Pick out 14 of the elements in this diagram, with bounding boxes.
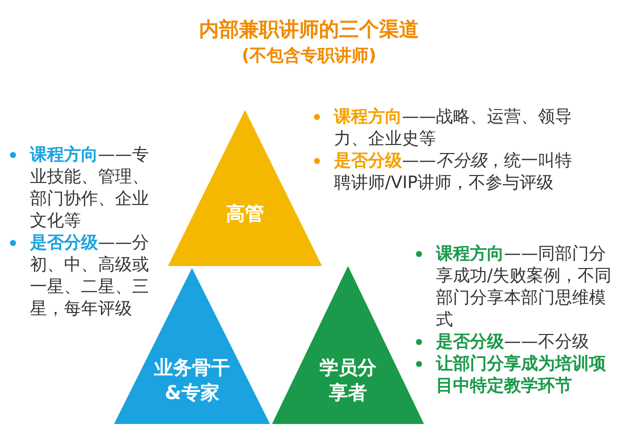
- subtitle: (不包含专职讲师): [242, 45, 376, 67]
- bullet-text: 是否分级——不分级: [412, 331, 612, 353]
- bullet-text: 课程方向——专业技能、管理、部门协作、企业文化等: [6, 144, 160, 232]
- triangle-label: 学员分享者: [318, 356, 378, 406]
- bullet-text: 课程方向——战略、运营、领导力、企业史等: [310, 106, 572, 150]
- triangle: [168, 110, 322, 266]
- triangle: [272, 266, 424, 424]
- bullet-text: 让部门分享成为培训项目中特定教学环节: [412, 353, 612, 397]
- bullet-text: 是否分级——分初、中、高级或一星、二星、三星，每年评级: [6, 232, 160, 320]
- bullet-text: 是否分级——不分级，统一叫特聘讲师/VIP讲师，不参与评级: [310, 150, 572, 194]
- bullet-text: 课程方向——同部门分享成功/失败案例，不同部门分享本部门思维模式: [412, 243, 612, 331]
- triangle-label: 高管: [225, 202, 265, 227]
- title: 内部兼职讲师的三个渠道: [199, 16, 419, 43]
- triangle-label: 业务骨干&专家: [153, 356, 231, 406]
